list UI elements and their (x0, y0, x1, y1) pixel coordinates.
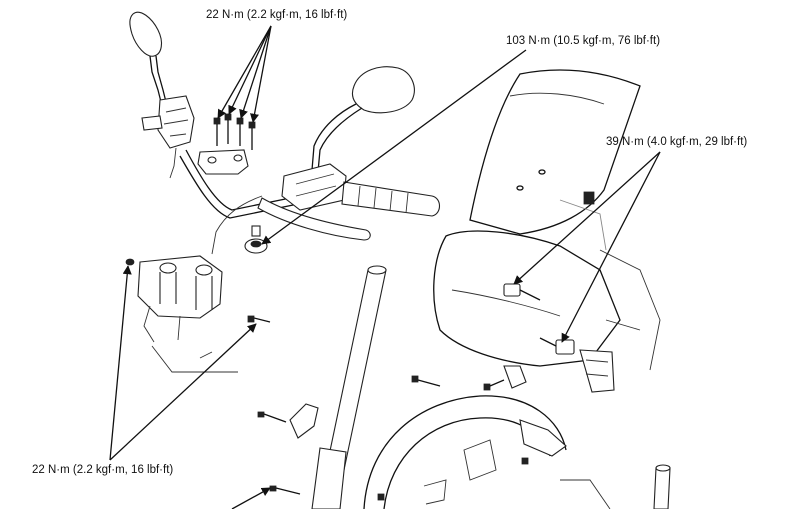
upper-cowl (433, 191, 661, 371)
throttle-grip (341, 181, 441, 217)
leader-handlebar-holder-bolts (217, 25, 272, 123)
fork-bracket (257, 403, 319, 495)
handlebar (179, 149, 301, 219)
right-switch-housing (281, 163, 347, 211)
holder-bolt-1 (213, 117, 221, 146)
brake-hose (211, 195, 263, 255)
left-switch-housing (141, 95, 195, 179)
windscreen (469, 69, 641, 235)
holder-bolt-4 (248, 121, 256, 150)
torque-callout-handlebar-holder-bolts: 22 N·m (2.2 kgf·m, 16 lbf·ft) (206, 9, 348, 21)
leader-lower-bolt (231, 487, 271, 509)
leader-steering-stem-nut (261, 49, 527, 245)
alignment-lines (151, 345, 238, 373)
leader-fork-pinch-bolts (109, 265, 257, 461)
left-mirror (129, 11, 168, 107)
mid-bolts (377, 365, 529, 501)
right-mirror (311, 66, 415, 173)
fork-lower-hint (560, 479, 611, 509)
handlebar-upper-holder (197, 149, 249, 175)
pinch-bolt-small (247, 315, 271, 323)
torque-callout-steering-stem-nut: 103 N·m (10.5 kgf·m, 76 lbf·ft) (506, 35, 661, 47)
torque-callout-fork-pinch-bolts: 22 N·m (2.2 kgf·m, 16 lbf·ft) (32, 464, 174, 476)
top-bridge (125, 255, 223, 343)
leader-top-bridge-pinch-bolts (513, 151, 661, 343)
brake-lever (257, 197, 371, 241)
holder-bolt-3 (236, 117, 244, 146)
front-fender (363, 395, 567, 509)
right-fork-tube (653, 464, 671, 509)
cowl-bolt-lower (539, 337, 575, 355)
holder-bolt-2 (224, 113, 232, 144)
cowl-bolt-upper (503, 283, 541, 301)
torque-callout-top-bridge-pinch-bolts: 39 N·m (4.0 kgf·m, 29 lbf·ft) (606, 136, 748, 148)
cowl-stay-right (579, 349, 615, 393)
steering-stem-nut (244, 225, 268, 254)
fork-tube (311, 265, 387, 509)
